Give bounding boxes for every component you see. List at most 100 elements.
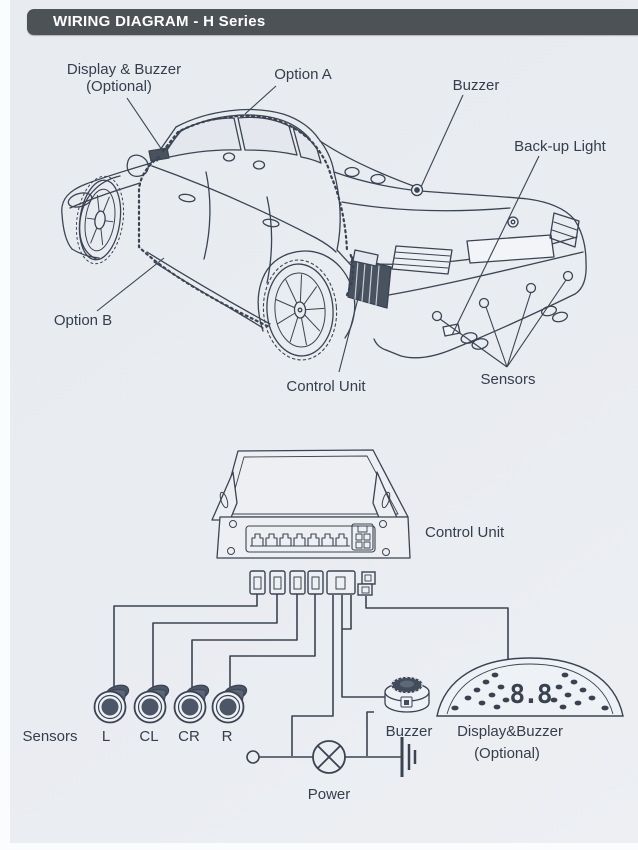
c-pillar — [317, 137, 335, 173]
label-sensor-cl: CL — [139, 728, 158, 745]
label-backup-light: Back-up Light — [514, 138, 607, 155]
mount-slot-left — [219, 491, 229, 509]
headrest — [222, 152, 236, 162]
rear-fender-top — [333, 171, 341, 251]
exhaust-pipe — [460, 332, 478, 344]
screw — [229, 520, 237, 528]
wire-sensor-cl — [152, 594, 278, 687]
label-display-buzzer-schematic-line1: Display&Buzzer — [457, 723, 563, 740]
bumper-sensor — [525, 282, 537, 294]
sensor-cr-illustration — [173, 681, 212, 724]
buzzer-front-dot — [404, 700, 409, 705]
taillight-right-lines — [551, 221, 578, 239]
screw — [227, 547, 235, 555]
buzzer-dome-cap — [400, 680, 414, 688]
mount-slot-right — [381, 491, 391, 509]
sensor-plug-slot — [311, 576, 320, 590]
section-title: WIRING DIAGRAM - H Series — [53, 13, 266, 30]
display-reading: 8.8 — [510, 680, 552, 710]
plug-row — [249, 570, 376, 596]
display-plug-hole — [364, 574, 372, 582]
buzzer-on-shelf-dot — [414, 187, 420, 193]
square-connector-notch — [357, 525, 368, 533]
leader-control-unit — [338, 286, 362, 373]
beltline — [151, 165, 337, 253]
power-lamp-symbol — [312, 740, 346, 774]
roofline — [175, 108, 319, 139]
headrest — [344, 166, 360, 178]
buzzer-illustration — [384, 676, 430, 713]
square-connector-hole — [363, 541, 371, 549]
label-sensor-r: R — [222, 728, 233, 745]
trunk-lock — [510, 219, 516, 225]
sill-line — [146, 251, 271, 325]
bumper-right — [574, 261, 587, 295]
sensor-plug-slot — [253, 576, 262, 590]
front-wheel — [75, 175, 125, 265]
label-option-a: Option A — [274, 66, 332, 83]
leader-backup-light — [451, 155, 540, 336]
bumper-top-crease — [376, 251, 584, 298]
headlight — [67, 192, 93, 208]
label-sensors-schematic: Sensors — [22, 728, 77, 745]
wire-sensor-l — [113, 594, 258, 687]
hood-crease — [69, 182, 141, 209]
square-connector — [351, 523, 374, 551]
power-lamp-cross — [317, 745, 341, 769]
rear-wheel — [262, 259, 338, 361]
exhaust-pipe — [471, 338, 489, 350]
front-lower — [71, 248, 100, 259]
power-plug-slot — [335, 576, 346, 590]
label-display-buzzer-schematic-line2: (Optional) — [474, 745, 540, 762]
wire-buzzer — [341, 595, 385, 698]
screw — [382, 548, 390, 556]
label-display-buzzer-line1: Display & Buzzer — [67, 61, 181, 78]
wire-power-a — [291, 595, 334, 756]
taillight-right — [549, 212, 580, 248]
control-unit-figure — [211, 449, 411, 559]
schematic-wires — [113, 594, 509, 777]
rear-wheel-arch — [257, 250, 356, 339]
power-terminal — [246, 750, 260, 764]
sensor-l-illustration — [93, 681, 132, 724]
display-illustration — [436, 657, 624, 717]
label-control-unit-car: Control Unit — [286, 378, 366, 395]
license-plate — [466, 234, 555, 264]
label-power: Power — [308, 786, 351, 803]
display-plug-hole — [361, 586, 370, 594]
bumper-sensor — [478, 297, 490, 309]
mount-flange-left — [211, 471, 238, 521]
taillight-left-lines — [392, 251, 451, 269]
wire-sensor-r — [229, 594, 316, 687]
trunk-lock — [507, 216, 519, 228]
leader-display-buzzer — [126, 97, 163, 151]
wire-sensor-cr — [191, 594, 298, 687]
square-connector-hole — [355, 533, 363, 541]
sensor-plug-slot — [273, 576, 282, 590]
hood-front — [61, 162, 152, 250]
door-seam-rear — [266, 196, 273, 284]
label-option-b: Option B — [54, 312, 112, 329]
leader-option-b — [96, 257, 165, 312]
label-buzzer-car: Buzzer — [453, 77, 500, 94]
square-connector-hole — [363, 533, 371, 541]
wire-display — [365, 596, 509, 664]
control-unit-top-panel — [352, 249, 379, 267]
bumper-sensor — [431, 310, 443, 322]
label-buzzer-schematic: Buzzer — [386, 723, 433, 740]
quarter-window — [292, 126, 322, 164]
leader-option-a — [244, 85, 277, 115]
backup-light-lamp — [442, 323, 461, 337]
car-illustration — [61, 108, 587, 361]
label-display-buzzer-line2: (Optional) — [86, 78, 152, 95]
display-led-dots — [451, 672, 609, 711]
buzzer-dome-knurl — [391, 676, 423, 694]
exhaust-pipe — [551, 311, 569, 323]
label-sensor-l: L — [102, 728, 110, 745]
screw — [379, 520, 387, 528]
square-connector-hole — [355, 541, 363, 549]
rear-windshield-edge — [319, 140, 417, 188]
car-leader-lines — [96, 85, 567, 373]
